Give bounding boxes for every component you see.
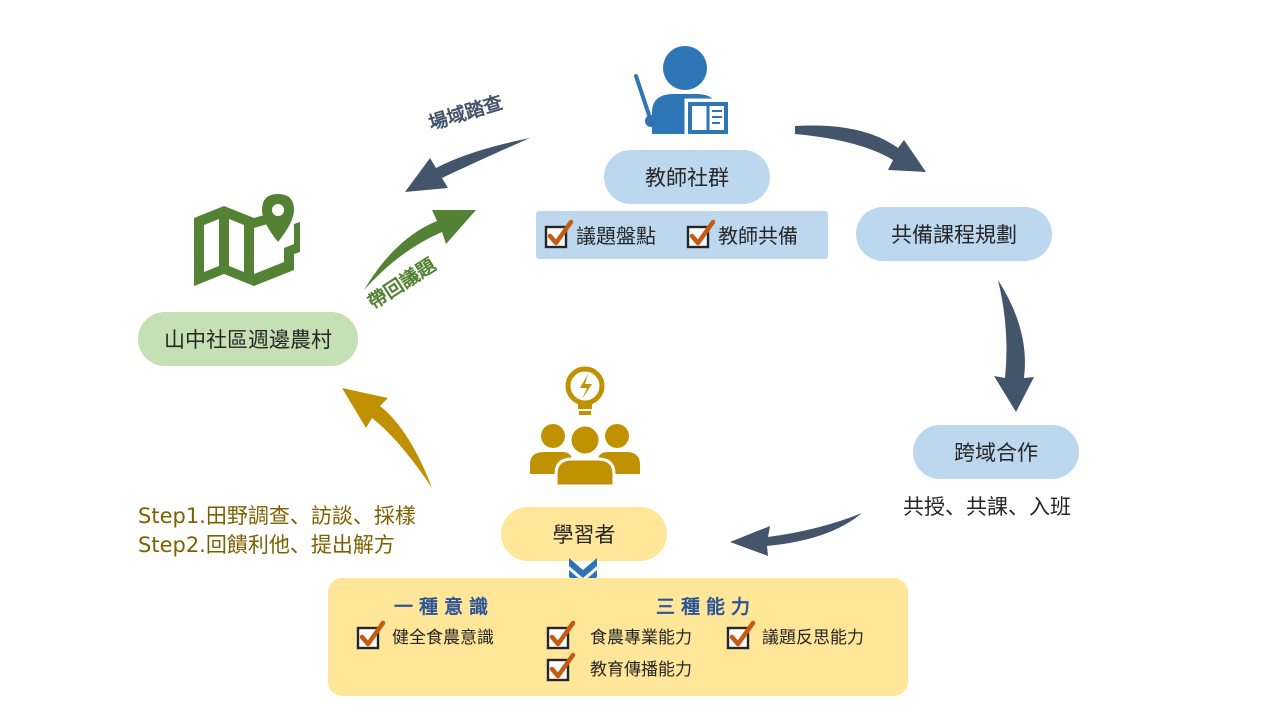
checkbox-checked-icon <box>686 219 716 249</box>
check-label: 議題盤點 <box>576 223 656 248</box>
step-1: Step1.田野調查、訪談、採樣 <box>138 504 416 528</box>
outcome-label: 議題反思能力 <box>762 627 864 648</box>
outcome-item-food-awareness: 健全食農意識 <box>356 620 494 650</box>
teacher-presenter-icon <box>634 46 732 136</box>
cross-domain-note: 共授、共課、入班 <box>903 495 1071 519</box>
check-item-issue-inventory: 議題盤點 <box>544 219 656 249</box>
course-planning-node: 共備課程規劃 <box>856 207 1052 261</box>
field-survey-label: 場域踏查 <box>426 91 506 135</box>
learner-node: 學習者 <box>501 507 667 561</box>
outcome-item-communication: 教育傳播能力 <box>546 652 692 682</box>
course-planning-label: 共備課程規劃 <box>891 223 1017 247</box>
teacher-checks-panel: 議題盤點 教師共備 <box>536 211 828 259</box>
outcome-label: 健全食農意識 <box>392 627 494 648</box>
checkbox-checked-icon <box>726 620 756 650</box>
folded-map-pin-icon <box>194 194 300 286</box>
check-item-co-prep: 教師共備 <box>686 219 798 249</box>
arrow-teacher-to-planning <box>795 125 926 172</box>
checkbox-checked-icon <box>356 620 386 650</box>
outcome-item-professional: 食農專業能力 <box>546 620 692 650</box>
community-node: 山中社區週邊農村 <box>138 312 358 366</box>
abilities-heading: 三種能力 <box>656 596 757 618</box>
outcome-label: 教育傳播能力 <box>590 659 692 680</box>
arrow-teacher-to-community <box>405 138 530 192</box>
lightbulb-group-icon <box>530 366 640 488</box>
outcome-item-reflection: 議題反思能力 <box>726 620 864 650</box>
check-label: 教師共備 <box>718 223 798 248</box>
checkbox-checked-icon <box>546 620 576 650</box>
arrow-collab-to-learner <box>730 513 862 556</box>
checkbox-checked-icon <box>546 652 576 682</box>
bring-back-issues-label: 帶回議題 <box>364 253 440 314</box>
outcome-label: 食農專業能力 <box>590 627 692 648</box>
arrow-learner-to-community <box>342 388 432 488</box>
teacher-community-label: 教師社群 <box>645 166 729 190</box>
arrow-planning-to-collab <box>994 280 1034 412</box>
awareness-heading: 一種意識 <box>394 596 495 618</box>
community-label: 山中社區週邊農村 <box>164 328 332 352</box>
teacher-community-node: 教師社群 <box>604 150 770 204</box>
checkbox-checked-icon <box>544 219 574 249</box>
learning-outcomes-panel: 一種意識 三種能力 健全食農意識 食農專業能力 議題反思能力 教育傳播能力 <box>328 578 908 696</box>
step-2: Step2.回饋利他、提出解方 <box>138 533 395 557</box>
cross-domain-label: 跨域合作 <box>954 441 1038 465</box>
cross-domain-node: 跨域合作 <box>913 425 1079 479</box>
learner-label: 學習者 <box>552 523 616 547</box>
steps-list: Step1.田野調查、訪談、採樣 Step2.回饋利他、提出解方 <box>138 502 416 560</box>
